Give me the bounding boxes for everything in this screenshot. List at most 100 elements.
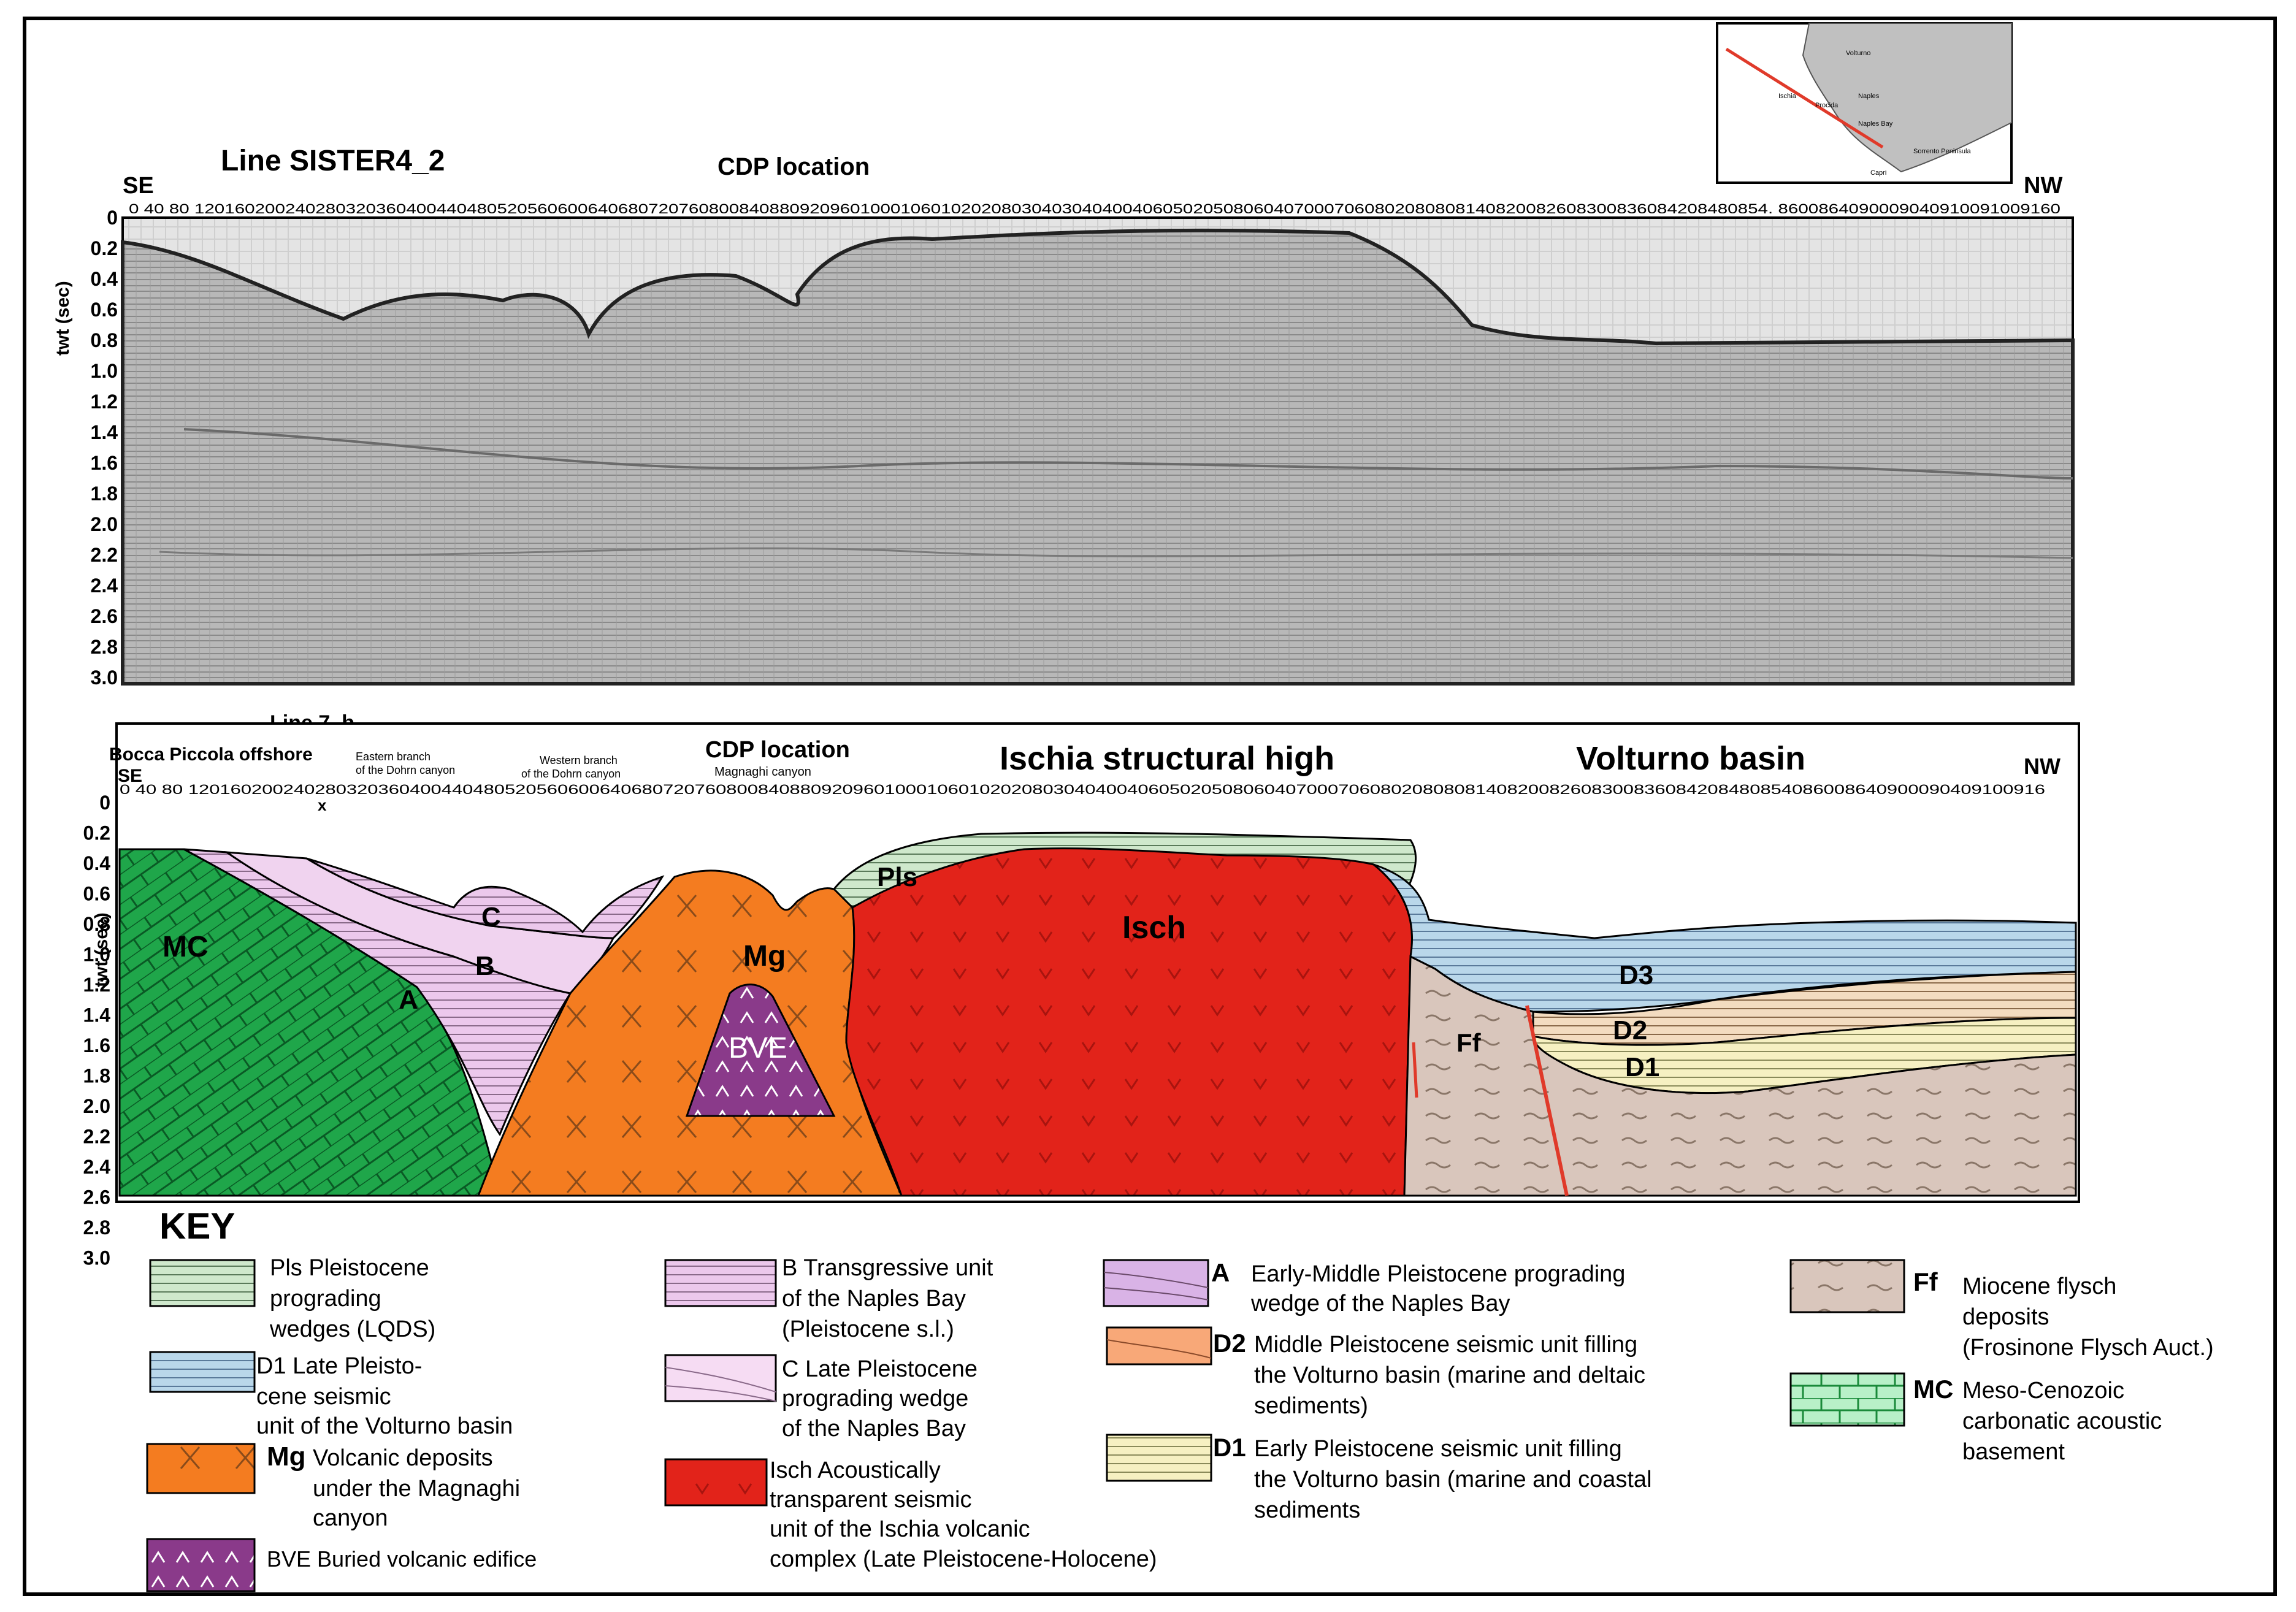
key-mc-3: basement [1962,1439,2065,1465]
top-panel: Line SISTER4_2 CDP location SE NW 0 40 8… [53,145,2075,689]
top-dir-se: SE [123,173,154,199]
top-y-tick-label: 3.0 [91,667,118,689]
inset-label-procida: Procida [1815,102,1839,109]
key-pls-2: prograding [270,1286,381,1312]
swatch-d2-lines [1106,1339,1212,1359]
bottom-y-tick-label: 3.0 [83,1247,110,1269]
top-y-tick-label: 0 [107,207,118,229]
top-y-tick-label: 0.6 [91,299,118,321]
top-y-axis-label: twt (sec) [53,281,73,356]
top-y-tick-label: 1.0 [91,360,118,382]
key-mg-3: canyon [313,1505,388,1531]
swatch-a [1103,1259,1209,1307]
cdp-marker: x [318,796,327,814]
bottom-y-tick-label: 1.4 [83,1004,111,1026]
top-cdp-label: CDP location [718,153,870,180]
seismic-reflections [121,228,2075,686]
top-y-tick-label: 1.8 [91,483,118,505]
inset-label-ischia: Ischia [1778,93,1797,100]
key-ff-code: Ff [1913,1267,1938,1296]
swatch-mc [1789,1372,1905,1427]
key-mc-code: MC [1913,1375,1953,1404]
swatch-a-lines [1103,1272,1209,1301]
key-mg-2: under the Magnaghi [313,1476,520,1502]
swatch-c [664,1354,777,1402]
key-b-2: of the Naples Bay [782,1286,966,1312]
top-y-tick-label: 2.2 [91,544,118,566]
key-a-2: wedge of the Naples Bay [1250,1291,1510,1316]
bottom-y-tick-label: 1.0 [83,944,110,966]
key: KEY Pls Pleistocene prograding wedges (L… [146,1205,2214,1592]
fault-left [1412,1042,1418,1098]
key-d1-3: sediments [1254,1497,1360,1523]
top-y-tick-label: 2.4 [91,575,118,597]
swatch-mg [146,1443,256,1494]
key-isch-2: transparent seismic [770,1487,971,1513]
swatch-pls [149,1259,256,1307]
key-d1late-2: cene seismic [256,1384,391,1410]
key-d2-code: D2 [1213,1329,1246,1358]
bottom-dir-se: SE [118,766,142,786]
key-ff-2: deposits [1962,1304,2049,1330]
magnaghi-label: Magnaghi canyon [714,765,811,779]
top-y-tick-label: 1.6 [91,452,118,474]
inset-profile-line [1725,47,1884,149]
inset-coastline [1802,23,2012,173]
seismic-reflector [159,547,2073,559]
inset-label-naples: Naples [1858,93,1880,100]
key-d2-3: sediments) [1254,1393,1368,1419]
top-y-tick-label: 2.8 [91,636,118,658]
top-cdp-ticks: 0 40 80 12016020024028032036040044048052… [129,201,2061,216]
key-mc-2: carbonatic acoustic [1962,1408,2162,1434]
unit-ff [1403,955,2077,1197]
key-bve-1: BVE Buried volcanic edifice [267,1546,537,1572]
key-d1-code: D1 [1213,1433,1246,1462]
bottom-y-tick-label: 1.6 [83,1034,110,1056]
swatch-isch [664,1458,768,1507]
key-pls-1: Pls Pleistocene [270,1255,429,1281]
bottom-dir-nw: NW [2024,754,2061,779]
east-branch-2: of the Dohrn canyon [356,764,455,776]
top-y-tick-label: 1.4 [91,421,118,443]
key-d2-2: the Volturno basin (marine and deltaic [1254,1362,1645,1388]
unit-bve [685,984,836,1117]
bottom-y-tick-label: 0.6 [83,883,110,905]
key-d1-2: the Volturno basin (marine and coastal [1254,1467,1652,1492]
label-bve: BVE [729,1032,787,1064]
label-b: B [475,951,495,981]
key-isch-1: Isch Acoustically [770,1457,941,1483]
label-ff: Ff [1456,1028,1482,1057]
swatch-c-lines [665,1367,776,1402]
key-mg-1: Volcanic deposits [313,1445,493,1471]
bottom-y-tick-label: 2.2 [83,1126,110,1148]
swatch-b [664,1259,777,1307]
key-ff-3: (Frosinone Flysch Auct.) [1962,1335,2214,1361]
bottom-y-tick-label: 0.2 [83,822,110,844]
label-d1: D1 [1625,1052,1659,1082]
inset-map: Volturno Ischia Naples Procida Capri Sor… [1716,22,2013,184]
top-y-tick-label: 2.6 [91,605,118,627]
bottom-y-ticks: 00.20.40.60.81.01.21.41.61.82.02.22.42.6… [83,792,111,1269]
key-a-1: Early-Middle Pleistocene prograding [1251,1261,1625,1287]
bottom-y-axis-label: twt (sec) [91,912,112,987]
key-d2-1: Middle Pleistocene seismic unit filling [1254,1332,1637,1358]
top-y-ticks: 00.20.40.60.81.01.21.41.61.82.02.22.42.6… [91,207,118,689]
key-isch-3: unit of the Ischia volcanic [770,1516,1030,1542]
bottom-y-tick-label: 0 [99,792,110,814]
swatch-d1 [1106,1434,1212,1482]
top-y-tick-label: 0.2 [91,237,118,259]
key-pls-3: wedges (LQDS) [269,1316,435,1342]
bottom-y-tick-label: 0.4 [83,852,111,874]
label-isch: Isch [1122,910,1186,945]
west-branch-2: of the Dohrn canyon [521,768,621,780]
key-title: KEY [159,1205,235,1247]
bottom-y-tick-label: 2.4 [83,1156,111,1178]
east-branch-1: Eastern branch [356,751,431,763]
key-d1-1: Early Pleistocene seismic unit filling [1254,1436,1622,1462]
bottom-cdp-label: CDP location [705,737,850,763]
west-branch-1: Western branch [540,754,618,766]
top-y-tick-label: 2.0 [91,513,118,535]
swatch-ff [1789,1259,1905,1313]
seismic-deep-texture [183,428,2073,479]
